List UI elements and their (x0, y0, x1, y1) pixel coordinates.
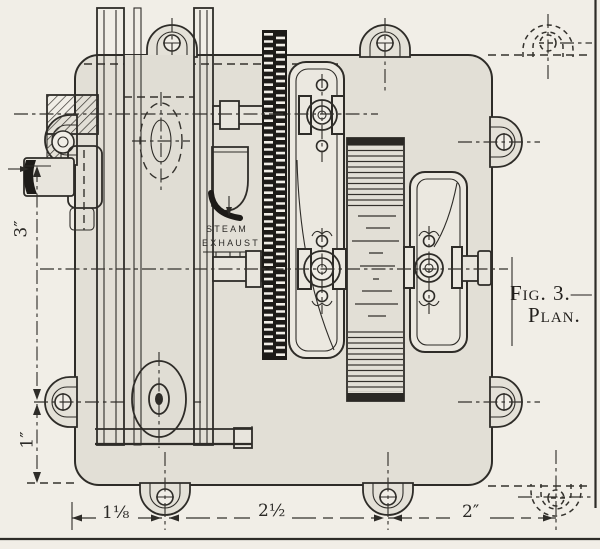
steam-exhaust-label-line2: EXHAUST (202, 238, 260, 248)
shaft-collar (219, 100, 240, 130)
steam-exhaust-label-line1: STEAM (206, 224, 249, 234)
column-hidden-opening (132, 92, 190, 192)
dimension-3in (25, 165, 51, 400)
output-wheel (403, 171, 468, 353)
dimension-label-middle-span: 2½ (258, 501, 286, 521)
shaft-leader-arrow (8, 166, 29, 172)
dimension-label-1in: 1″ (17, 431, 38, 449)
output-shaft (461, 250, 492, 286)
dimension-label-left-span: 1⅛ (102, 503, 130, 523)
main-gear-face-marks (352, 215, 399, 317)
mounting-lugs (34, 18, 540, 530)
piston-rod-shaft (23, 157, 75, 197)
hidden-lugs (518, 14, 592, 530)
elbow-mouth-shading (208, 190, 243, 221)
column-bottom-boss (131, 352, 187, 448)
figure-caption-title: Plan. (528, 303, 581, 327)
intermediate-shaft (212, 250, 263, 288)
dimension-label-right-span: 2″ (462, 502, 480, 522)
hidden-edge-extensions (488, 54, 592, 487)
column-base (95, 426, 253, 449)
flywheel-edge (288, 61, 347, 359)
dimension-bottom (71, 502, 556, 530)
exhaust-arrow (226, 207, 232, 216)
pinion-gear (262, 30, 287, 360)
crank-shaft (212, 100, 264, 130)
dimension-1in (27, 404, 76, 484)
main-gear (346, 137, 405, 402)
flywheel-upper-hub (298, 74, 345, 162)
figure-caption-number: Fig. 3.— (510, 281, 593, 305)
engine-column (95, 7, 253, 449)
dimension-label-3in: 3″ (11, 220, 32, 238)
stud-circle (51, 130, 75, 154)
shaft-centerlines (14, 113, 513, 346)
